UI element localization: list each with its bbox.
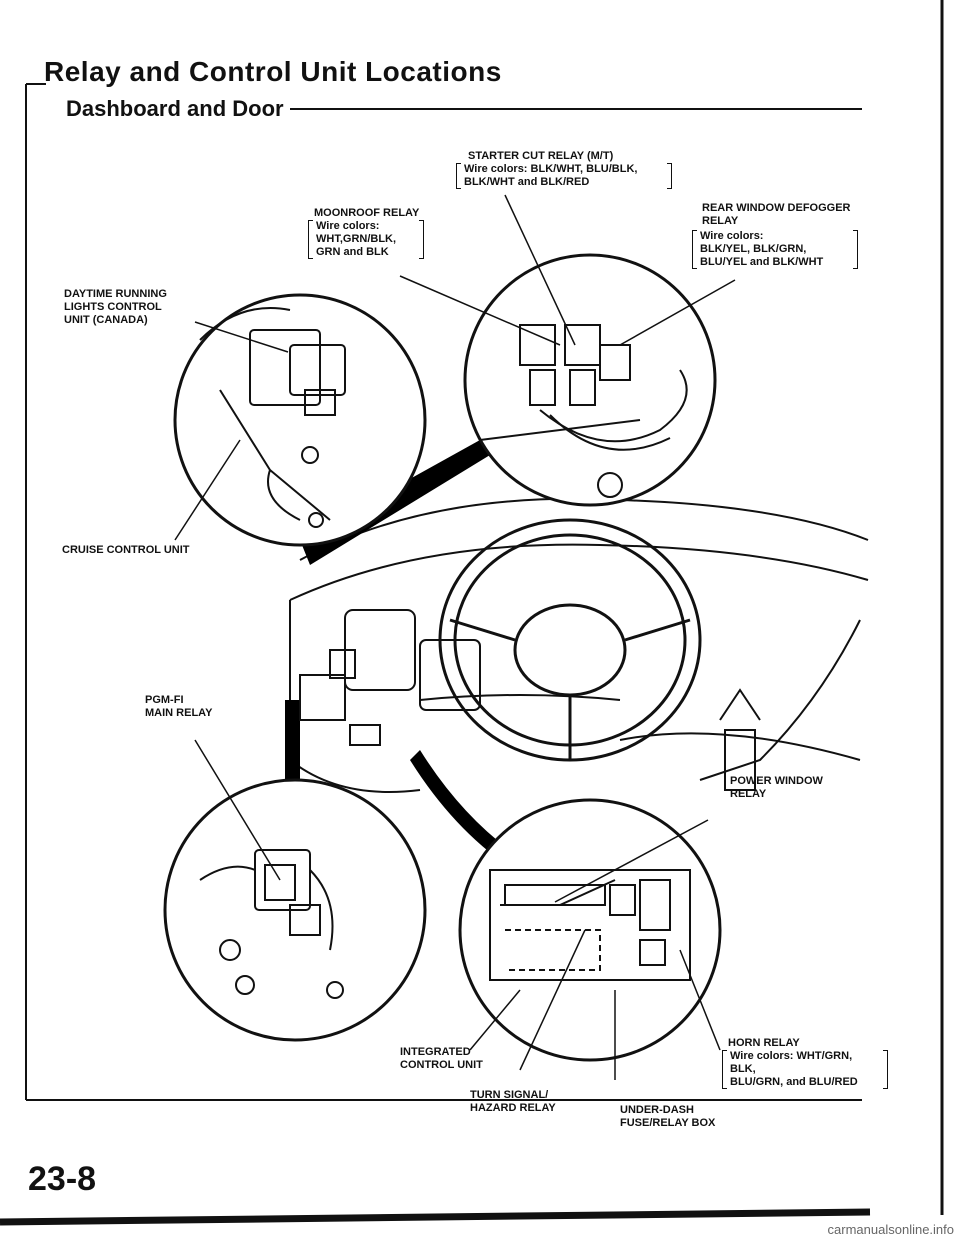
page-edge-bottom <box>0 1208 871 1226</box>
detail-circle-daytime <box>173 293 427 547</box>
wire-colors-rear-defogger: Wire colors: BLK/YEL, BLK/GRN, BLU/YEL a… <box>692 230 858 269</box>
label-rear-window-defogger-relay: REAR WINDOW DEFOGGER RELAY <box>702 202 851 227</box>
wire-colors-horn: Wire colors: WHT/GRN, BLK, BLU/GRN, and … <box>722 1050 888 1089</box>
page-title: Relay and Control Unit Locations <box>44 56 502 87</box>
pgmfi-relay-sketch <box>199 849 344 999</box>
daytime-unit-sketch <box>199 307 346 528</box>
label-turn-signal-hazard-relay: TURN SIGNAL/ HAZARD RELAY <box>470 1089 556 1114</box>
wire-colors-starter-cut: Wire colors: BLK/WHT, BLU/BLK, BLK/WHT a… <box>456 163 672 189</box>
label-horn-relay: HORN RELAY <box>728 1037 800 1049</box>
label-starter-cut-relay: STARTER CUT RELAY (M/T) <box>468 150 614 162</box>
fusebox-sketch <box>489 869 691 981</box>
label-power-window-relay: POWER WINDOW RELAY <box>730 775 823 800</box>
shift-lever <box>719 688 761 791</box>
watermark: carmanualsonline.info <box>827 1222 954 1237</box>
label-cruise-control-unit: CRUISE CONTROL UNIT <box>62 544 190 556</box>
label-moonroof-relay: MOONROOF RELAY <box>314 207 420 219</box>
defogger-relay-sketch <box>479 324 688 498</box>
label-daytime-running-lights-unit: DAYTIME RUNNING LIGHTS CONTROL UNIT (Can… <box>64 288 167 326</box>
page-number: 23-8 <box>28 1160 97 1198</box>
leader-lines <box>174 194 736 1080</box>
dash-relays <box>299 649 381 746</box>
label-under-dash-fuse-box: UNDER-DASH FUSE/RELAY BOX <box>620 1104 716 1129</box>
detail-circle-defogger <box>463 253 717 507</box>
label-integrated-control-unit: INTEGRATED CONTROL UNIT <box>400 1046 483 1071</box>
dashboard-outline <box>289 497 869 793</box>
wire-colors-moonroof: Wire colors: WHT,GRN/BLK, GRN and BLK <box>308 220 424 259</box>
steering-wheel <box>438 518 702 762</box>
label-pgm-fi-main-relay: PGM-FI MAIN RELAY <box>145 694 213 719</box>
section-subtitle: Dashboard and Door <box>66 96 284 121</box>
